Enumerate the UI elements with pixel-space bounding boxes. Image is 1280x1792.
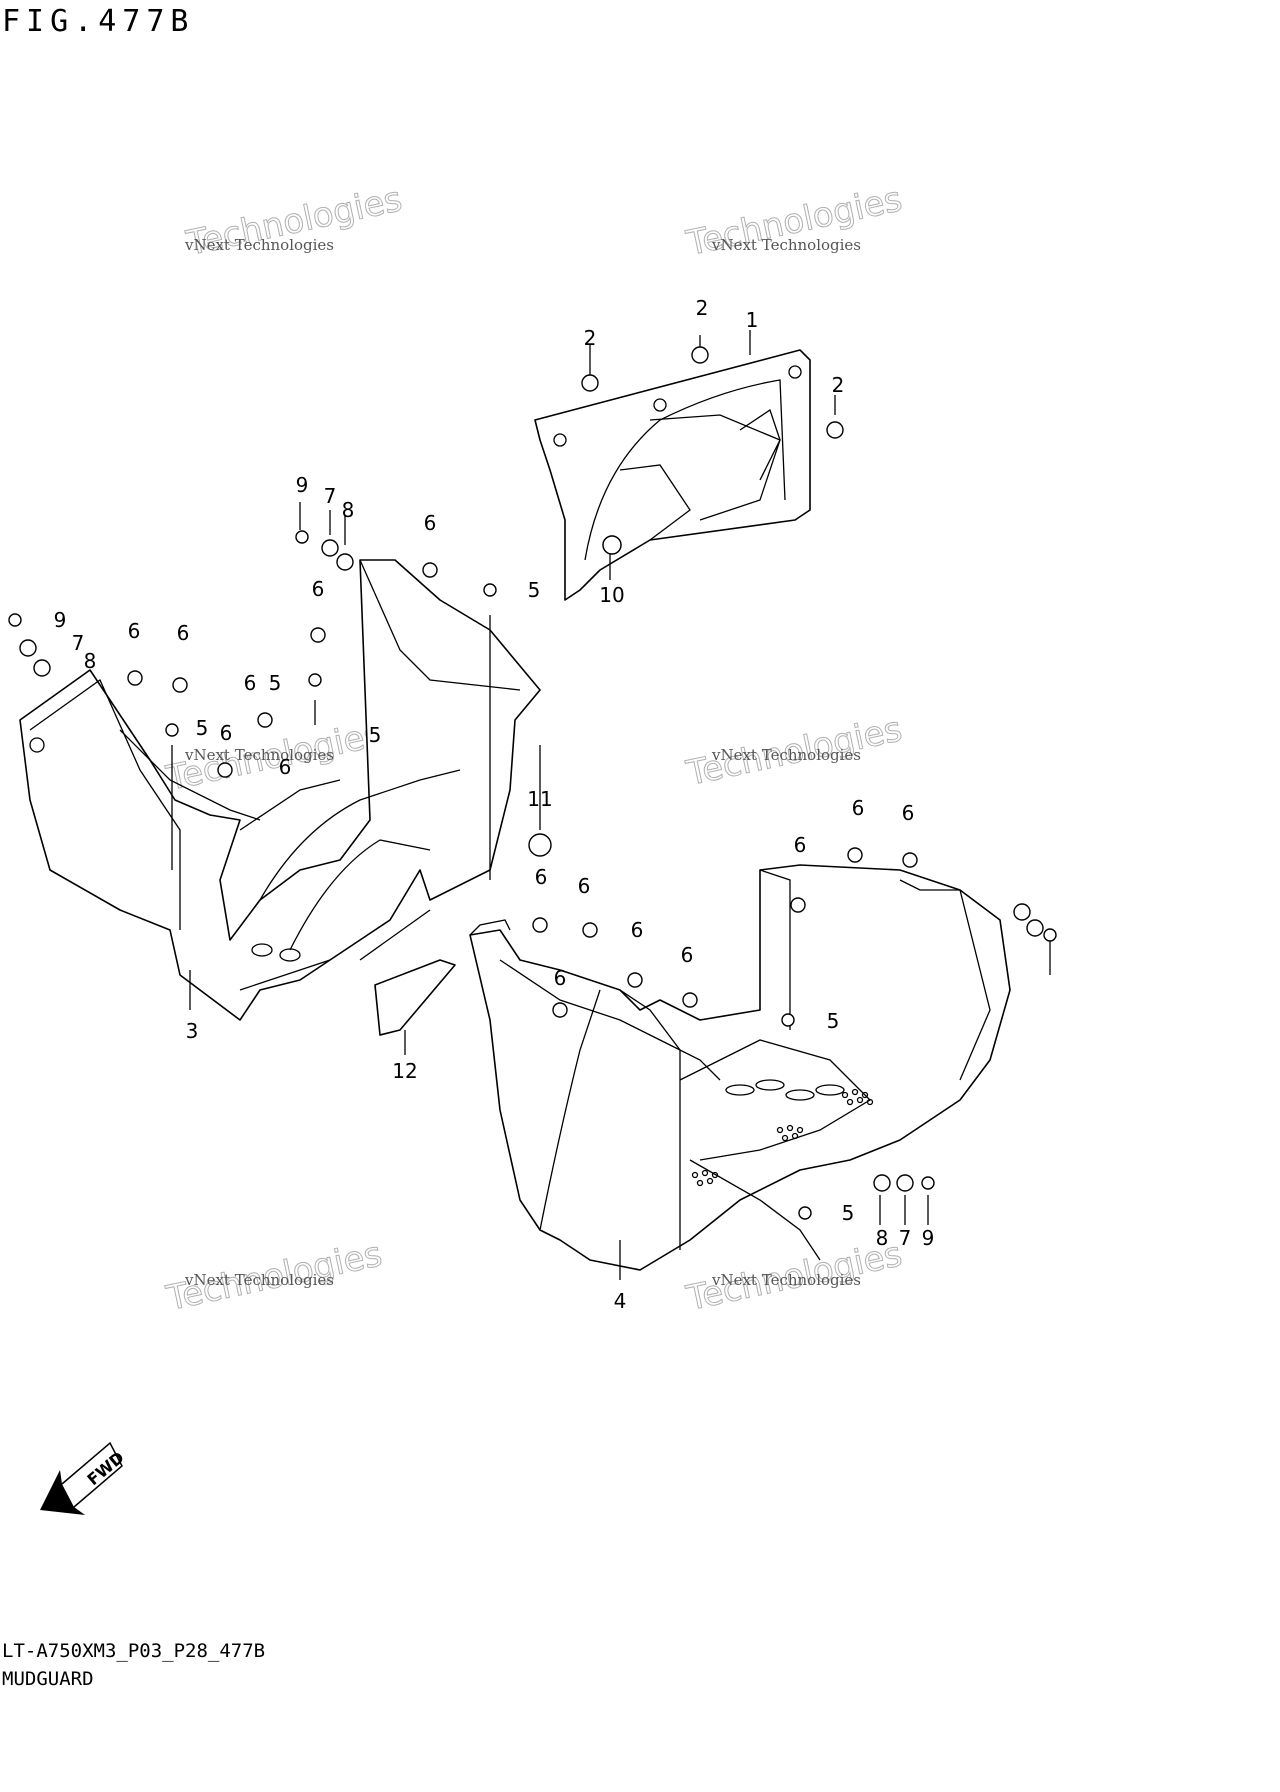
watermark-text: vNext Technologies [711, 236, 861, 254]
bushing-8 [336, 553, 354, 571]
callout-6: 6 [535, 865, 548, 889]
callout-12: 12 [392, 1059, 417, 1083]
callout-6: 6 [128, 619, 141, 643]
callout-8: 8 [342, 498, 355, 522]
bolt-6 [552, 1002, 568, 1018]
bolt-6 [172, 677, 188, 693]
callout-6: 6 [554, 966, 567, 990]
bolt-5 [165, 723, 179, 737]
watermark-text: vNext Technologies [184, 236, 334, 254]
figure-code: LT-A750XM3_P03_P28_477B [2, 1640, 266, 1662]
callout-1: 1 [746, 308, 759, 332]
callout-6: 6 [244, 671, 257, 695]
callout-2: 2 [584, 326, 597, 350]
washer-7 [896, 1174, 914, 1192]
callout-4: 4 [614, 1289, 627, 1313]
leader-lines [171, 330, 1051, 1280]
bolt-2 [581, 374, 599, 392]
callout-6: 6 [578, 874, 591, 898]
callout-6: 6 [902, 801, 915, 825]
part-3-left-fender [19, 559, 541, 1021]
bolt-5 [308, 673, 322, 687]
callout-2: 2 [832, 373, 845, 397]
part-1-cover [534, 349, 811, 601]
callout-9: 9 [922, 1226, 935, 1250]
grommet-10 [602, 535, 622, 555]
bolt-6 [582, 922, 598, 938]
bolt-6 [127, 670, 143, 686]
callout-11: 11 [527, 787, 552, 811]
fasteners [8, 346, 1057, 1220]
bolt-6 [847, 847, 863, 863]
callout-3: 3 [186, 1019, 199, 1043]
callout-8: 8 [876, 1226, 889, 1250]
callout-6: 6 [631, 918, 644, 942]
bolt-6 [217, 762, 233, 778]
callout-7: 7 [72, 631, 85, 655]
figure-title: FIG.477B [2, 4, 195, 39]
bolt-2 [691, 346, 709, 364]
bolt-6 [902, 852, 918, 868]
bolt-6 [532, 917, 548, 933]
screw-9 [921, 1176, 935, 1190]
callout-labels: 1 2 2 2 3 4 5 5 5 5 5 5 6 6 6 6 6 6 6 6 … [54, 296, 935, 1313]
bolt-6 [422, 562, 438, 578]
figure-name: MUDGUARD [2, 1668, 94, 1690]
callout-9: 9 [54, 608, 67, 632]
bolt-6 [310, 627, 326, 643]
washer-7 [1026, 919, 1044, 937]
callout-6: 6 [220, 721, 233, 745]
watermark-text: vNext Technologies [711, 746, 861, 764]
callout-5: 5 [528, 578, 541, 602]
callout-5: 5 [269, 671, 282, 695]
bushing-8 [1013, 903, 1031, 921]
screw-9 [8, 613, 22, 627]
washer-7 [321, 539, 339, 557]
callout-5: 5 [827, 1009, 840, 1033]
callout-7: 7 [324, 484, 337, 508]
bushing-8 [33, 659, 51, 677]
callout-2: 2 [696, 296, 709, 320]
callout-6: 6 [279, 755, 292, 779]
callout-6: 6 [177, 621, 190, 645]
bolt-2 [826, 421, 844, 439]
bolt-6 [257, 712, 273, 728]
screw-9 [295, 530, 309, 544]
footboard-holes [691, 1088, 874, 1187]
bolt-6 [627, 972, 643, 988]
callout-6: 6 [681, 943, 694, 967]
callout-6: 6 [794, 833, 807, 857]
bolt-6 [790, 897, 806, 913]
screw-9 [1043, 928, 1057, 942]
callout-10: 10 [599, 583, 624, 607]
callout-5: 5 [369, 723, 382, 747]
watermark-text: vNext Technologies [184, 746, 334, 764]
grommet-11 [528, 833, 552, 857]
bolt-6 [682, 992, 698, 1008]
callout-7: 7 [899, 1226, 912, 1250]
callout-6: 6 [424, 511, 437, 535]
bushing-8 [873, 1174, 891, 1192]
callout-8: 8 [84, 649, 97, 673]
callout-5: 5 [196, 716, 209, 740]
washer-7 [19, 639, 37, 657]
callout-6: 6 [312, 577, 325, 601]
bolt-5 [781, 1013, 795, 1027]
callout-9: 9 [296, 473, 309, 497]
callout-5: 5 [842, 1201, 855, 1225]
fwd-arrow: FWD [40, 1441, 128, 1515]
watermark-text: vNext Technologies [711, 1271, 861, 1289]
bolt-5 [798, 1206, 812, 1220]
part-12-pad [374, 959, 456, 1036]
part-4-right-fender [469, 864, 1011, 1271]
watermark-text: vNext Technologies [184, 1271, 334, 1289]
callout-6: 6 [852, 796, 865, 820]
bolt-5 [483, 583, 497, 597]
